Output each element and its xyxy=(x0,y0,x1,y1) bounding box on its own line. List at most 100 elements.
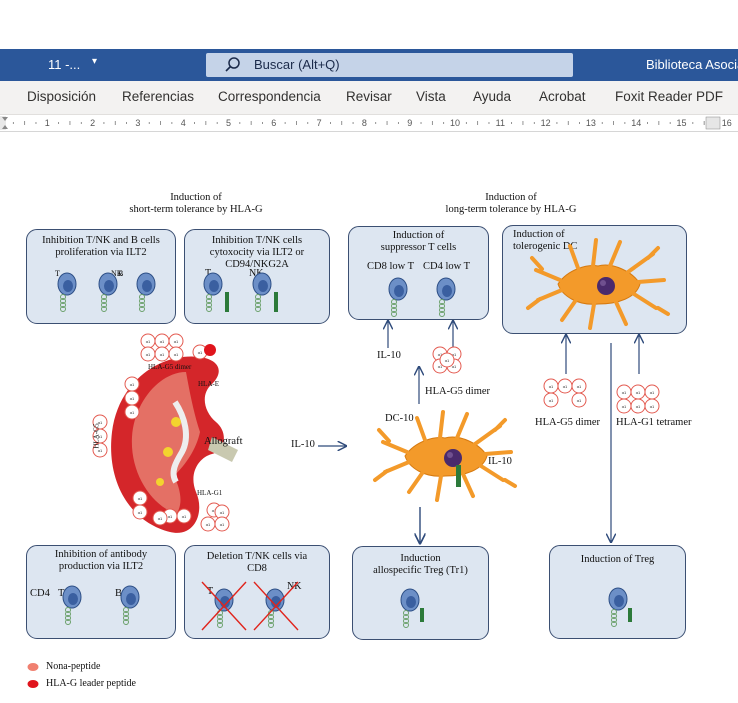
legend-swatch-hla-g-leader xyxy=(27,680,39,688)
tab-vista[interactable]: Vista xyxy=(416,89,446,104)
ruler-number: 13 xyxy=(586,118,596,128)
document-name[interactable]: 11 -... xyxy=(48,57,81,72)
cd4-low-t-cell-icon xyxy=(436,277,456,317)
receptor-icon xyxy=(225,292,229,312)
ruler-number: 8 xyxy=(362,118,367,128)
ruler-number: 2 xyxy=(90,118,95,128)
hla-g1-tetramer-icon xyxy=(616,384,660,414)
title-bar: 11 -... ▾ Buscar (Alt+Q) Biblioteca Asoc… xyxy=(0,49,738,81)
search-icon xyxy=(225,57,240,72)
tab-referencias[interactable]: Referencias xyxy=(122,89,195,104)
cell-label-cd8-low-t: CD8 low T xyxy=(367,261,415,272)
box-title: Inhibition T/NK and B cells proliferatio… xyxy=(42,235,160,258)
box-title: Deletion T/NK cells via CD8 xyxy=(206,551,308,574)
t-cell-icon xyxy=(57,272,77,312)
hla-g5-dimer-kidney-label: HLA-G5 dimer xyxy=(148,363,192,371)
ruler-number: 6 xyxy=(271,118,276,128)
search-input[interactable]: Buscar (Alt+Q) xyxy=(206,53,573,77)
ruler-number: 12 xyxy=(541,118,551,128)
ruler-number: 15 xyxy=(676,118,686,128)
il10-label: IL-10 xyxy=(291,439,315,450)
hla-g5-dimer-label: HLA-G5 dimer xyxy=(535,417,601,428)
cd8-low-t-cell-icon xyxy=(388,277,408,317)
hla-g5-dimer-icon xyxy=(432,346,462,374)
tab-revisar[interactable]: Revisar xyxy=(346,89,392,104)
chevron-down-icon[interactable]: ▾ xyxy=(92,56,98,67)
treg-cell-icon xyxy=(608,587,628,627)
tab-foxit-reader-pdf[interactable]: Foxit Reader PDF xyxy=(615,89,724,104)
nk-cell-icon xyxy=(252,272,272,312)
ribbon-tabs: Disposición Referencias Correspondencia … xyxy=(0,81,738,115)
cell-label-b: B xyxy=(115,588,123,599)
t-cell-icon xyxy=(203,272,223,312)
hla-g5-dimer-icon xyxy=(543,378,587,408)
ruler-number: 14 xyxy=(631,118,641,128)
nk-cell-icon xyxy=(265,588,285,628)
tab-disposicion[interactable]: Disposición xyxy=(27,89,97,104)
cell-label-t: T xyxy=(205,268,212,279)
receptor-icon xyxy=(420,608,424,622)
box-title: Inhibition T/NK cells cytoxocity via ILT… xyxy=(209,235,305,270)
t-cell-icon xyxy=(214,588,234,628)
hla-g5-label: HLA-G5 xyxy=(92,423,101,449)
cell-label-t: T xyxy=(55,269,60,278)
dc10-label: DC-10 xyxy=(385,413,414,424)
receptor-icon xyxy=(456,465,461,487)
document-page: Induction of short-term tolerance by HLA… xyxy=(0,132,738,703)
ruler-number: 5 xyxy=(226,118,231,128)
cell-label-nk: NK xyxy=(249,268,264,279)
deletion-cross-icon xyxy=(201,581,299,631)
ruler-number: 4 xyxy=(181,118,186,128)
search-placeholder: Buscar (Alt+Q) xyxy=(254,57,340,72)
box-title: Induction of Treg xyxy=(580,554,655,565)
cell-label-cd4: CD4 xyxy=(30,588,50,599)
cell-label-b: B xyxy=(118,269,124,278)
box-suppressor-t-cells: Induction of suppressor T cells CD8 low … xyxy=(348,226,489,320)
ruler-number: 10 xyxy=(450,118,460,128)
b-cell-icon xyxy=(136,272,156,312)
ruler-number: 11 xyxy=(496,118,505,128)
ruler-number: 1 xyxy=(45,118,50,128)
tab-correspondencia[interactable]: Correspondencia xyxy=(218,89,321,104)
cell-label-nk: NK xyxy=(111,269,123,278)
t-cell-icon xyxy=(62,585,82,625)
cell-label-cd4-low-t: CD4 low T xyxy=(423,261,471,272)
ruler-number: 3 xyxy=(135,118,140,128)
tr1-cell-icon xyxy=(400,588,420,628)
tab-acrobat[interactable]: Acrobat xyxy=(539,89,586,104)
short-term-title: Induction of short-term tolerance by HLA… xyxy=(129,192,263,215)
kidney-allograft-icon xyxy=(111,356,238,533)
figure-graphics: α1 xyxy=(27,238,670,688)
hla-g1-label: HLA-G1 xyxy=(197,489,223,497)
receptor-icon xyxy=(274,292,278,312)
allograft-label: Allograft xyxy=(204,436,243,447)
cell-label-t: T xyxy=(58,588,65,599)
ruler-number: 9 xyxy=(407,118,412,128)
il10-label: IL-10 xyxy=(377,350,401,361)
box-inhibition-antibody: Inhibition of antibody production via IL… xyxy=(26,545,176,639)
ruler-number: 16 xyxy=(722,118,732,128)
il10-label: IL-10 xyxy=(488,456,512,467)
hla-g5-dimer-label: HLA-G5 dimer xyxy=(425,386,491,397)
indent-marker-icon[interactable] xyxy=(2,117,8,129)
library-title: Biblioteca Asociac xyxy=(646,57,738,72)
ruler-number: 7 xyxy=(317,118,322,128)
receptor-icon xyxy=(628,608,632,622)
long-term-title: Induction of long-term tolerance by HLA-… xyxy=(445,192,577,215)
box-title: Induction of suppressor T cells xyxy=(380,230,457,253)
hla-e-label: HLA-E xyxy=(198,380,219,388)
box-title: Induction allospecific Treg (Tr1) xyxy=(373,553,468,576)
tab-ayuda[interactable]: Ayuda xyxy=(473,89,512,104)
legend-label-nona-peptide: Nona-peptide xyxy=(46,661,101,672)
box-title: Inhibition of antibody production via IL… xyxy=(54,549,148,572)
hla-g1-tetramer-label: HLA-G1 tetramer xyxy=(616,417,692,428)
tolerogenic-dc-icon xyxy=(526,238,670,330)
peptide-cluster-icon xyxy=(92,333,230,532)
legend-swatch-nona-peptide xyxy=(27,663,39,671)
b-cell-icon xyxy=(120,585,140,625)
legend-label-hla-g-leader: HLA-G leader peptide xyxy=(46,678,136,689)
box-allospecific-treg: Induction allospecific Treg (Tr1) xyxy=(352,546,489,640)
nk-cell-icon xyxy=(98,272,118,312)
right-indent-marker[interactable] xyxy=(705,116,721,130)
